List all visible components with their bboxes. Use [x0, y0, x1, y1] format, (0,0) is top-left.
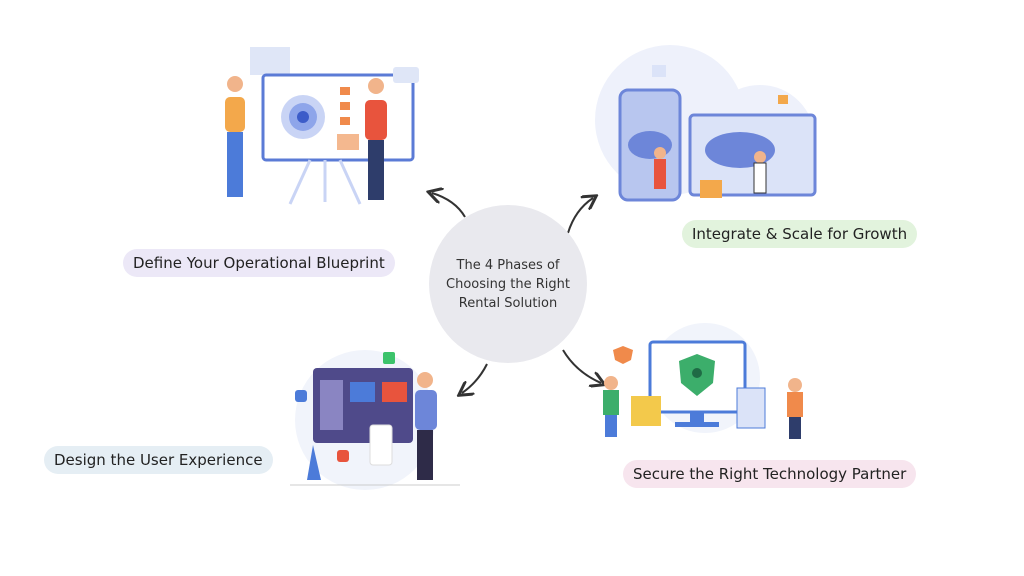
phase-label-integrate: Integrate & Scale for Growth	[682, 220, 918, 248]
design-ux-illustration	[290, 350, 460, 490]
phase-label-design: Design the User Experience	[44, 446, 273, 474]
center-circle: The 4 Phases of Choosing the Right Renta…	[429, 205, 587, 363]
center-title: The 4 Phases of Choosing the Right Renta…	[446, 257, 570, 311]
arrow-to-secure	[562, 349, 601, 383]
arrow-to-define	[432, 193, 466, 218]
arrow-to-integrate	[567, 198, 593, 234]
phase-label-define: Define Your Operational Blueprint	[123, 249, 395, 277]
blueprint-illustration	[225, 47, 419, 205]
integrate-scale-illustration	[595, 45, 817, 202]
phase-label-secure: Secure the Right Technology Partner	[623, 460, 917, 488]
secure-partner-illustration	[603, 323, 803, 439]
arrow-to-design	[462, 363, 488, 393]
